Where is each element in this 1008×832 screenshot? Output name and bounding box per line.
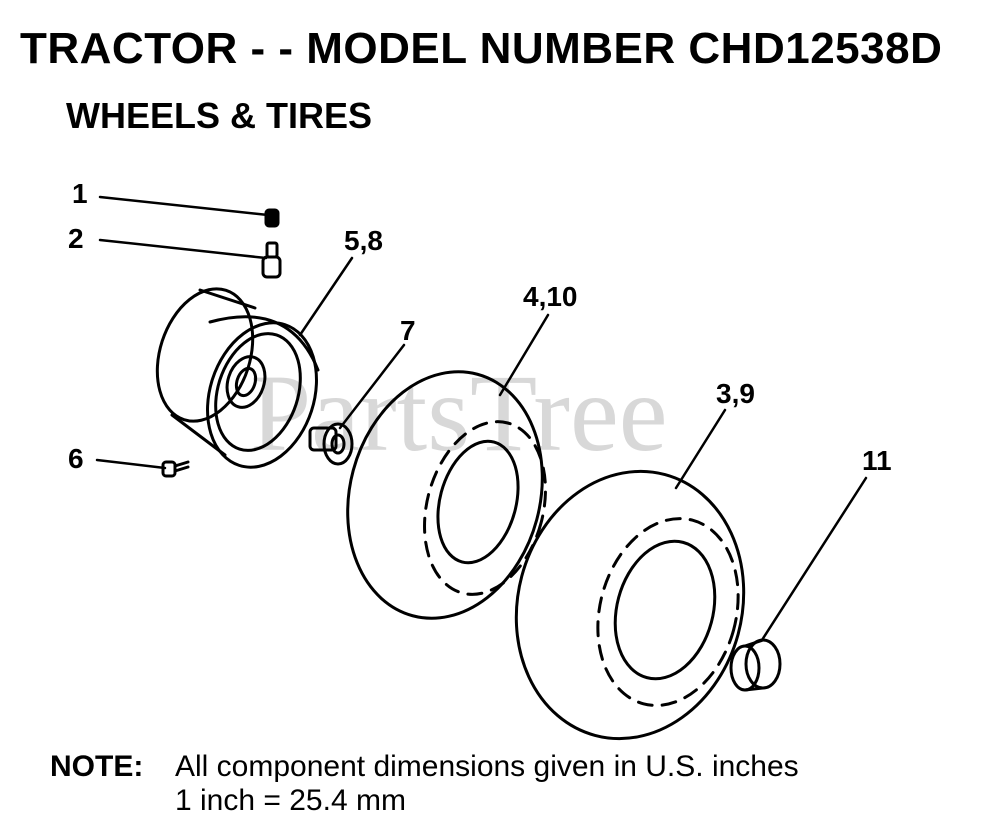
leader-11 [760,476,868,642]
note-label: NOTE: [50,750,144,783]
page-title: TRACTOR - - MODEL NUMBER CHD12538D [20,24,943,73]
section-subtitle: WHEELS & TIRES [66,95,373,136]
cap-11-part[interactable] [729,638,782,692]
leader-6 [95,458,167,470]
note-text-line2: 1 inch = 25.4 mm [175,784,406,817]
leader-3-9 [674,408,727,490]
screw-part[interactable] [161,460,190,478]
callout-1: 1 [72,178,88,209]
valve-stem-part[interactable] [261,241,282,279]
note-text-line1: All component dimensions given in U.S. i… [175,750,799,783]
leader-7 [338,343,406,430]
callout-3-9: 3,9 [716,378,755,409]
tire-4-10-part[interactable] [321,350,569,641]
callout-4-10: 4,10 [523,281,578,312]
callout-2: 2 [68,223,84,254]
bushing-part[interactable] [308,422,354,466]
tire-3-9-part[interactable] [487,446,773,765]
callout-5-8: 5,8 [344,225,383,256]
leader-2 [98,238,268,260]
leader-5-8 [298,256,354,337]
callout-7: 7 [400,315,416,346]
leader-4-10 [498,313,550,397]
callout-6: 6 [68,443,84,474]
rim-part[interactable] [141,276,334,481]
leader-1 [98,195,270,217]
callout-11: 11 [862,445,892,476]
valve-cap-part[interactable] [264,208,280,228]
